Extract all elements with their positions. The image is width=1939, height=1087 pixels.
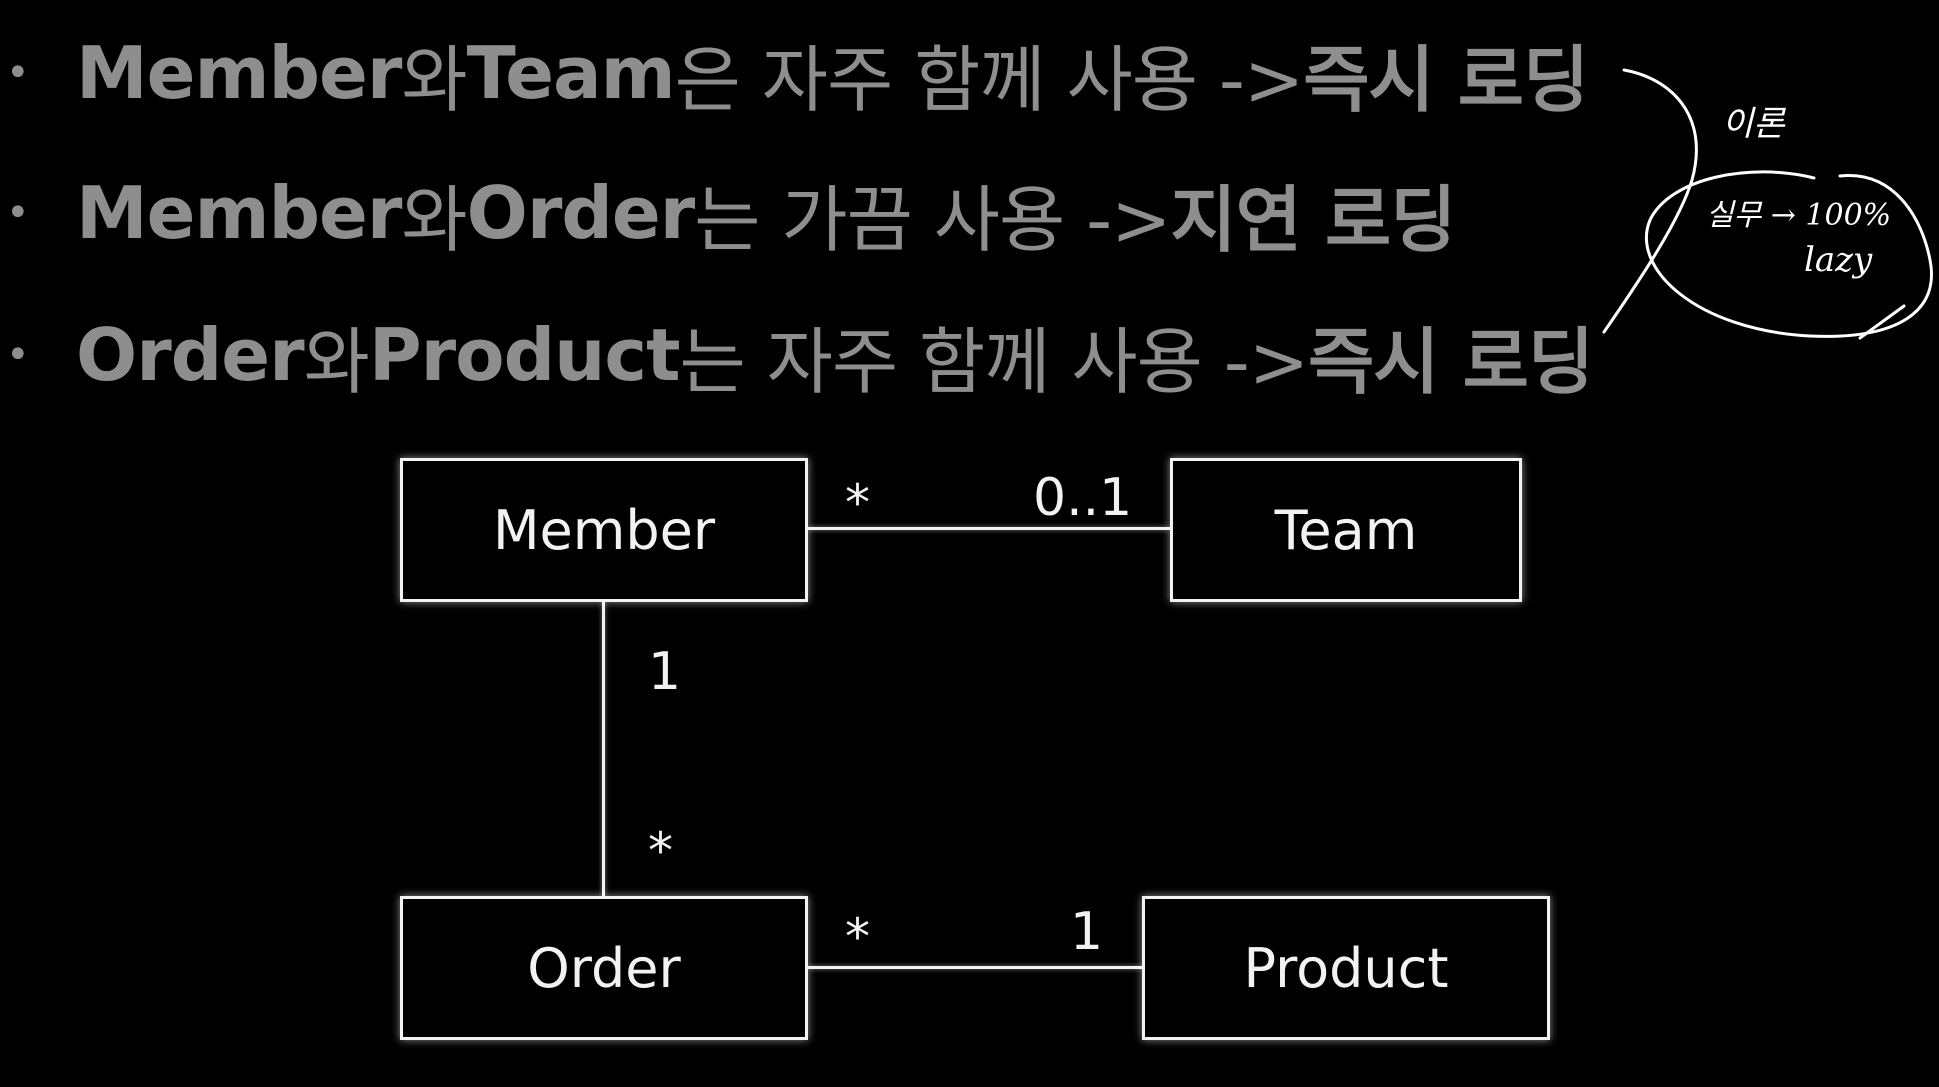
association-line-member-team	[808, 527, 1170, 530]
entity-name: Member	[76, 171, 402, 255]
usage-text: 는 가끔 사용 ->	[694, 177, 1171, 262]
entity-name: Member	[76, 31, 402, 115]
usage-text: 은 자주 함께 사용 ->	[674, 37, 1305, 122]
multiplicity-order-product-product-side: 1	[1070, 902, 1104, 962]
annotation-strokes-icon	[1602, 68, 1933, 340]
entity-name: Order	[76, 313, 305, 397]
handwritten-annotation: 이론 실무 → 100% lazy	[1600, 60, 1939, 360]
entity-box-member: Member	[400, 458, 808, 602]
entity-name: Order	[466, 171, 696, 255]
bullet-dot: •	[6, 332, 30, 378]
annotation-text-practice: 실무 → 100%	[1706, 198, 1892, 233]
entity-name: Team	[466, 31, 676, 115]
association-line-order-product	[808, 966, 1142, 969]
entity-name: Product	[368, 313, 681, 397]
multiplicity-member-order-order-side: *	[648, 822, 673, 880]
entity-box-order: Order	[400, 896, 808, 1040]
bullet-dot: •	[6, 190, 30, 236]
entity-box-team: Team	[1170, 458, 1522, 602]
multiplicity-order-product-order-side: *	[845, 908, 870, 966]
connector-text: 와	[303, 319, 370, 404]
loading-strategy: 즉시 로딩	[1308, 319, 1594, 404]
entity-box-product: Product	[1142, 896, 1550, 1040]
annotation-text-theory: 이론	[1722, 104, 1785, 144]
annotation-text-lazy: lazy	[1804, 240, 1873, 280]
loading-strategy: 지연 로딩	[1170, 177, 1456, 262]
usage-text: 는 자주 함께 사용 ->	[679, 319, 1309, 404]
loading-strategy: 즉시 로딩	[1303, 37, 1589, 122]
multiplicity-member-order-member-side: 1	[648, 642, 682, 702]
bullet-dot: •	[6, 50, 30, 96]
multiplicity-member-team-member-side: *	[845, 474, 870, 532]
connector-text: 와	[401, 37, 467, 122]
connector-text: 와	[401, 177, 467, 262]
association-line-member-order	[602, 602, 605, 896]
multiplicity-member-team-team-side: 0..1	[1033, 468, 1133, 528]
